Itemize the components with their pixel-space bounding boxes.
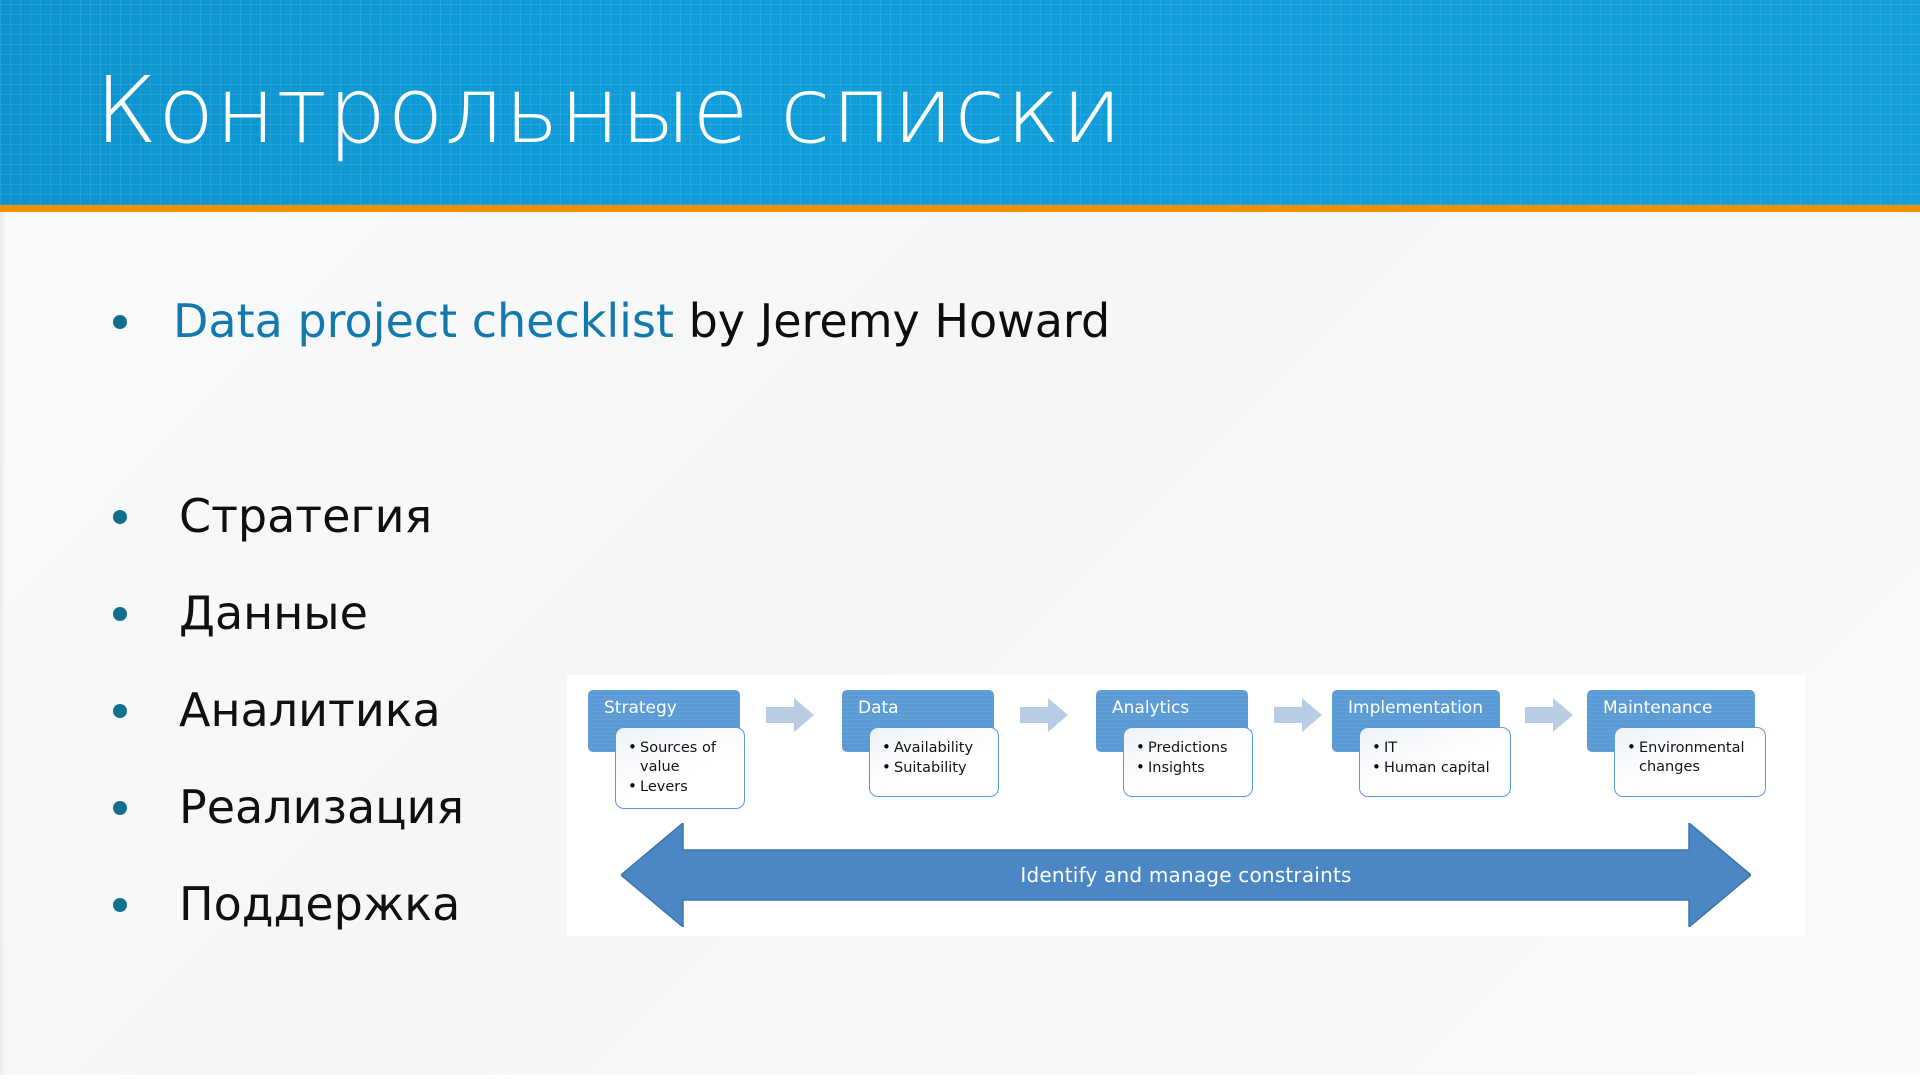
lead-bullet-text: Data project checklist by Jeremy Howard: [173, 295, 1110, 347]
bullet-label: Поддержка: [179, 877, 461, 931]
flow-arrow-icon: [766, 698, 814, 732]
bullet-row-implementation: Реализация: [113, 781, 464, 833]
stage-items: IT Human capital: [1359, 727, 1511, 797]
stage-item: Levers: [628, 777, 738, 797]
bullet-dot-icon: [113, 898, 127, 912]
bullet-dot-icon: [113, 315, 127, 329]
constraint-double-arrow-icon: [621, 823, 1751, 927]
stage-item: Sources of value: [628, 738, 738, 777]
bullet-dot-icon: [113, 801, 127, 815]
stage-items: Predictions Insights: [1123, 727, 1253, 797]
stage-items: Sources of value Levers: [615, 727, 745, 809]
flow-arrow-icon: [1020, 698, 1068, 732]
bullet-row-maintenance: Поддержка: [113, 878, 460, 930]
lead-bullet-row: Data project checklist by Jeremy Howard: [113, 295, 1110, 347]
bullet-label: Реализация: [179, 780, 465, 834]
bullet-dot-icon: [113, 607, 127, 621]
bullet-label: Данные: [179, 586, 368, 640]
bullet-row-strategy: Стратегия: [113, 490, 432, 542]
data-project-checklist-link[interactable]: Data project checklist: [173, 294, 674, 348]
title-accent-underline: [0, 205, 1920, 212]
stage-item: Availability: [882, 738, 992, 758]
stage-item: IT: [1372, 738, 1504, 758]
stage-items: Availability Suitability: [869, 727, 999, 797]
process-diagram: Strategy Sources of value Levers Data Av…: [567, 675, 1805, 936]
bullet-dot-icon: [113, 704, 127, 718]
stage-item: Suitability: [882, 758, 992, 778]
bullet-row-data: Данные: [113, 587, 368, 639]
bullet-label: Аналитика: [179, 683, 441, 737]
stage-item: Insights: [1136, 758, 1246, 778]
flow-arrow-icon: [1274, 698, 1322, 732]
flow-arrow-icon: [1525, 698, 1573, 732]
stage-item: Predictions: [1136, 738, 1246, 758]
page-title: Контрольные списки: [95, 57, 1124, 164]
stage-item: Human capital: [1372, 758, 1504, 778]
stage-items: Environmental changes: [1614, 727, 1766, 797]
slide-left-edge: [0, 0, 6, 1080]
stage-item: Environmental changes: [1627, 738, 1759, 777]
bullet-row-analytics: Аналитика: [113, 684, 441, 736]
bullet-label: Стратегия: [179, 489, 433, 543]
lead-bullet-suffix: by Jeremy Howard: [673, 294, 1111, 348]
bullet-dot-icon: [113, 510, 127, 524]
title-banner: [0, 0, 1920, 205]
slide-bottom-edge: [0, 1075, 1920, 1080]
